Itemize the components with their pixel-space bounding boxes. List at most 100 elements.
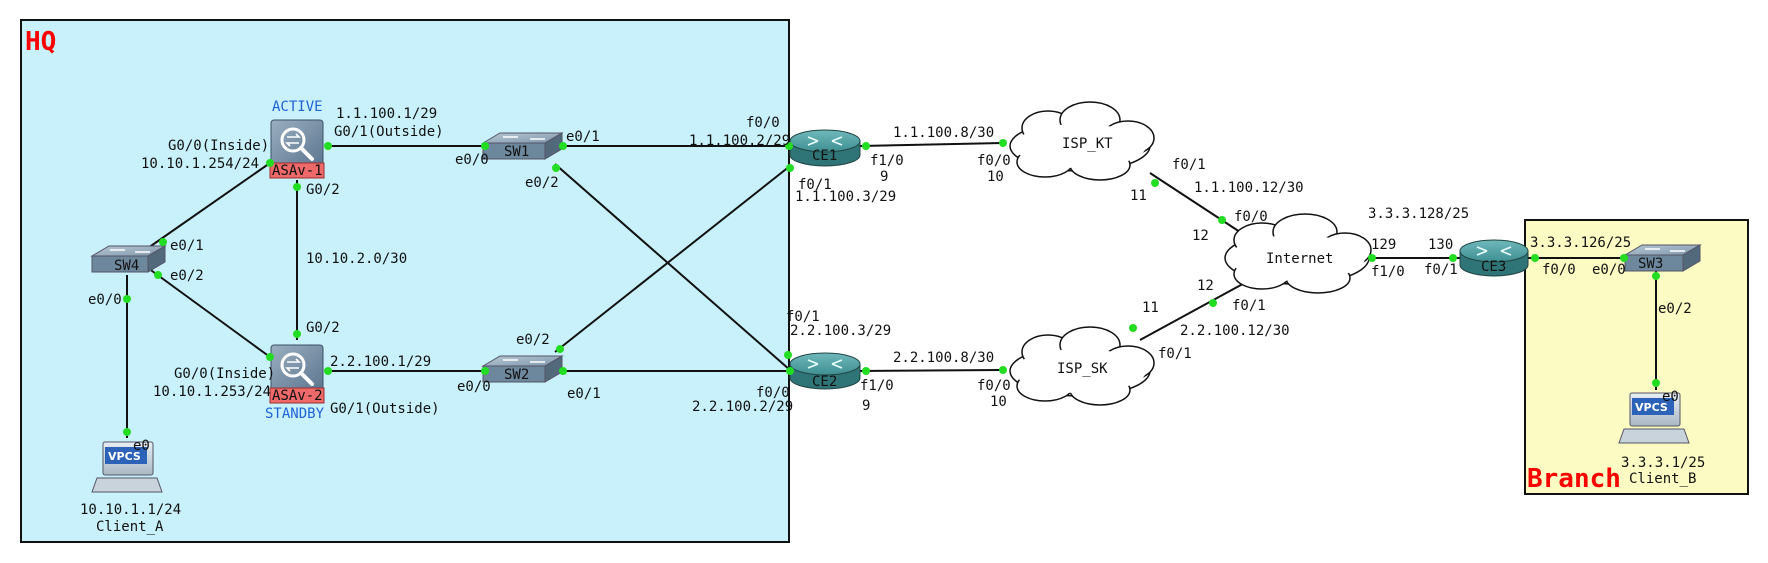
ce1-f10: f1/0 — [870, 153, 904, 169]
port-dot — [1368, 254, 1376, 262]
cloud-isp-sk[interactable]: ISP_SK — [1009, 326, 1155, 406]
ce2-f00-ip: 2.2.100.2/29 — [692, 399, 793, 415]
sw3-e00: e0/0 — [1592, 262, 1626, 278]
pc-client-a-ip: 10.10.1.1/24 — [80, 502, 181, 518]
switch-icon — [1623, 244, 1702, 272]
pc-icon — [1618, 392, 1690, 444]
switch-icon — [90, 245, 167, 273]
link-sw4-asa1 — [147, 162, 271, 249]
switch-sw3[interactable]: SW3 — [1623, 244, 1702, 272]
firewall-asav1-label: ASAv-1 — [272, 163, 323, 179]
link-sw1-ce2 — [554, 163, 791, 371]
sk-link-net: 2.2.100.8/30 — [893, 350, 994, 366]
router-ce2[interactable]: CE2 — [789, 352, 861, 390]
kt-f00-host: 10 — [987, 169, 1004, 185]
ce1-f00: f0/0 — [746, 115, 780, 131]
switch-sw2-label: SW2 — [504, 367, 529, 383]
asa2-g02: G0/2 — [306, 320, 340, 336]
cloud-internet[interactable]: Internet — [1224, 213, 1372, 294]
switch-icon — [481, 355, 564, 383]
asa1-outside-ip: 1.1.100.1/29 — [336, 106, 437, 122]
router-ce1[interactable]: CE1 — [789, 129, 861, 167]
firewall-asav2-role: STANDBY — [265, 406, 325, 422]
pc-client-b-ip: 3.3.3.1/25 — [1621, 455, 1705, 471]
asa1-inside-ip: 10.10.1.254/24 — [141, 156, 259, 172]
sw1-e01: e0/1 — [566, 129, 600, 145]
ce3-f00-ip: 3.3.3.126/25 — [1530, 235, 1631, 251]
asa2-outside-ip: 2.2.100.1/29 — [330, 354, 431, 370]
cloud-icon — [1009, 101, 1155, 181]
port-dot — [154, 271, 162, 279]
ce2-f01-ip: 2.2.100.3/29 — [790, 323, 891, 339]
cloud-internet-label: Internet — [1266, 251, 1333, 267]
link-ispsk-internet — [1139, 279, 1251, 341]
pc-client-b-badge: VPCS — [1635, 401, 1668, 414]
link-ce2-ispsk — [859, 369, 1004, 372]
sk-inet-net: 2.2.100.12/30 — [1180, 323, 1290, 339]
asa2-inside-ip: 10.10.1.253/24 — [153, 384, 271, 400]
sw4-e02: e0/2 — [170, 268, 204, 284]
interface-labels: 1.1.100.1/29 G0/1(Outside) G0/0(Inside) … — [88, 106, 1692, 417]
sw4-e01: e0/1 — [170, 238, 204, 254]
switch-sw2[interactable]: SW2 — [481, 355, 564, 383]
sk-f00: f0/0 — [977, 378, 1011, 394]
inet-f00: f0/0 — [1234, 209, 1268, 225]
router-icon — [789, 352, 861, 390]
branch-area-title: Branch — [1527, 464, 1621, 494]
port-dot — [481, 142, 489, 150]
firewall-icon — [269, 119, 325, 179]
port-dot — [1449, 254, 1457, 262]
link-ce1-sw2 — [554, 165, 791, 353]
port-dot — [552, 164, 560, 172]
router-icon — [789, 129, 861, 167]
asa1-inside-if: G0/0(Inside) — [168, 138, 269, 154]
switch-sw1[interactable]: SW1 — [481, 132, 564, 160]
firewall-asav2[interactable]: ASAv-2 STANDBY — [265, 344, 325, 422]
port-dot — [1151, 179, 1159, 187]
cloud-isp-kt[interactable]: ISP_KT — [1009, 101, 1155, 181]
port-dot — [481, 367, 489, 375]
kt-inet-net: 1.1.100.12/30 — [1194, 180, 1304, 196]
ce2-f10-host: 9 — [862, 398, 870, 414]
port-dot — [1652, 272, 1660, 280]
router-ce2-label: CE2 — [812, 374, 837, 390]
ce1-f01-ip: 1.1.100.3/29 — [795, 189, 896, 205]
switch-sw1-label: SW1 — [504, 144, 529, 160]
sw4-e00: e0/0 — [88, 292, 122, 308]
port-dot — [999, 366, 1007, 374]
router-ce1-label: CE1 — [812, 148, 837, 164]
ce3-f01: f0/1 — [1424, 262, 1458, 278]
pc-client-b[interactable]: VPCS e0 3.3.3.1/25 Client_B — [1618, 389, 1705, 487]
ce3-f01-host: 130 — [1428, 237, 1453, 253]
port-dot — [1209, 299, 1217, 307]
sw1-e00: e0/0 — [455, 152, 489, 168]
sw1-e02: e0/2 — [525, 175, 559, 191]
inet-f01: f0/1 — [1232, 298, 1266, 314]
firewall-asav1[interactable]: ASAv-1 ACTIVE — [269, 99, 325, 179]
pc-icon — [91, 441, 163, 493]
asa1-outside-if: G0/1(Outside) — [334, 124, 444, 140]
sk-f01: f0/1 — [1158, 346, 1192, 362]
port-dot — [786, 367, 794, 375]
sw2-e02: e0/2 — [516, 332, 550, 348]
switch-icon — [481, 132, 564, 160]
router-ce3-label: CE3 — [1481, 259, 1506, 275]
port-dot — [266, 159, 274, 167]
ce3-f00: f0/0 — [1542, 262, 1576, 278]
router-icon — [1459, 239, 1529, 277]
firewall-icon — [269, 344, 325, 404]
inet-f10-host: 129 — [1371, 237, 1396, 253]
cloud-icon — [1009, 326, 1155, 406]
asa2-outside-if: G0/1(Outside) — [330, 401, 440, 417]
links — [126, 142, 1657, 438]
port-dot — [324, 367, 332, 375]
sw2-e01: e0/1 — [567, 386, 601, 402]
port-dots — [123, 139, 1660, 436]
pc-client-a[interactable]: VPCS e0 10.10.1.1/24 Client_A — [80, 438, 181, 535]
sk-f01-host: 11 — [1142, 300, 1159, 316]
router-ce3[interactable]: CE3 — [1459, 239, 1529, 277]
port-dot — [559, 367, 567, 375]
switch-sw4[interactable]: SW4 — [90, 245, 167, 274]
inet-f01-host: 12 — [1197, 278, 1214, 294]
port-dot — [293, 183, 301, 191]
